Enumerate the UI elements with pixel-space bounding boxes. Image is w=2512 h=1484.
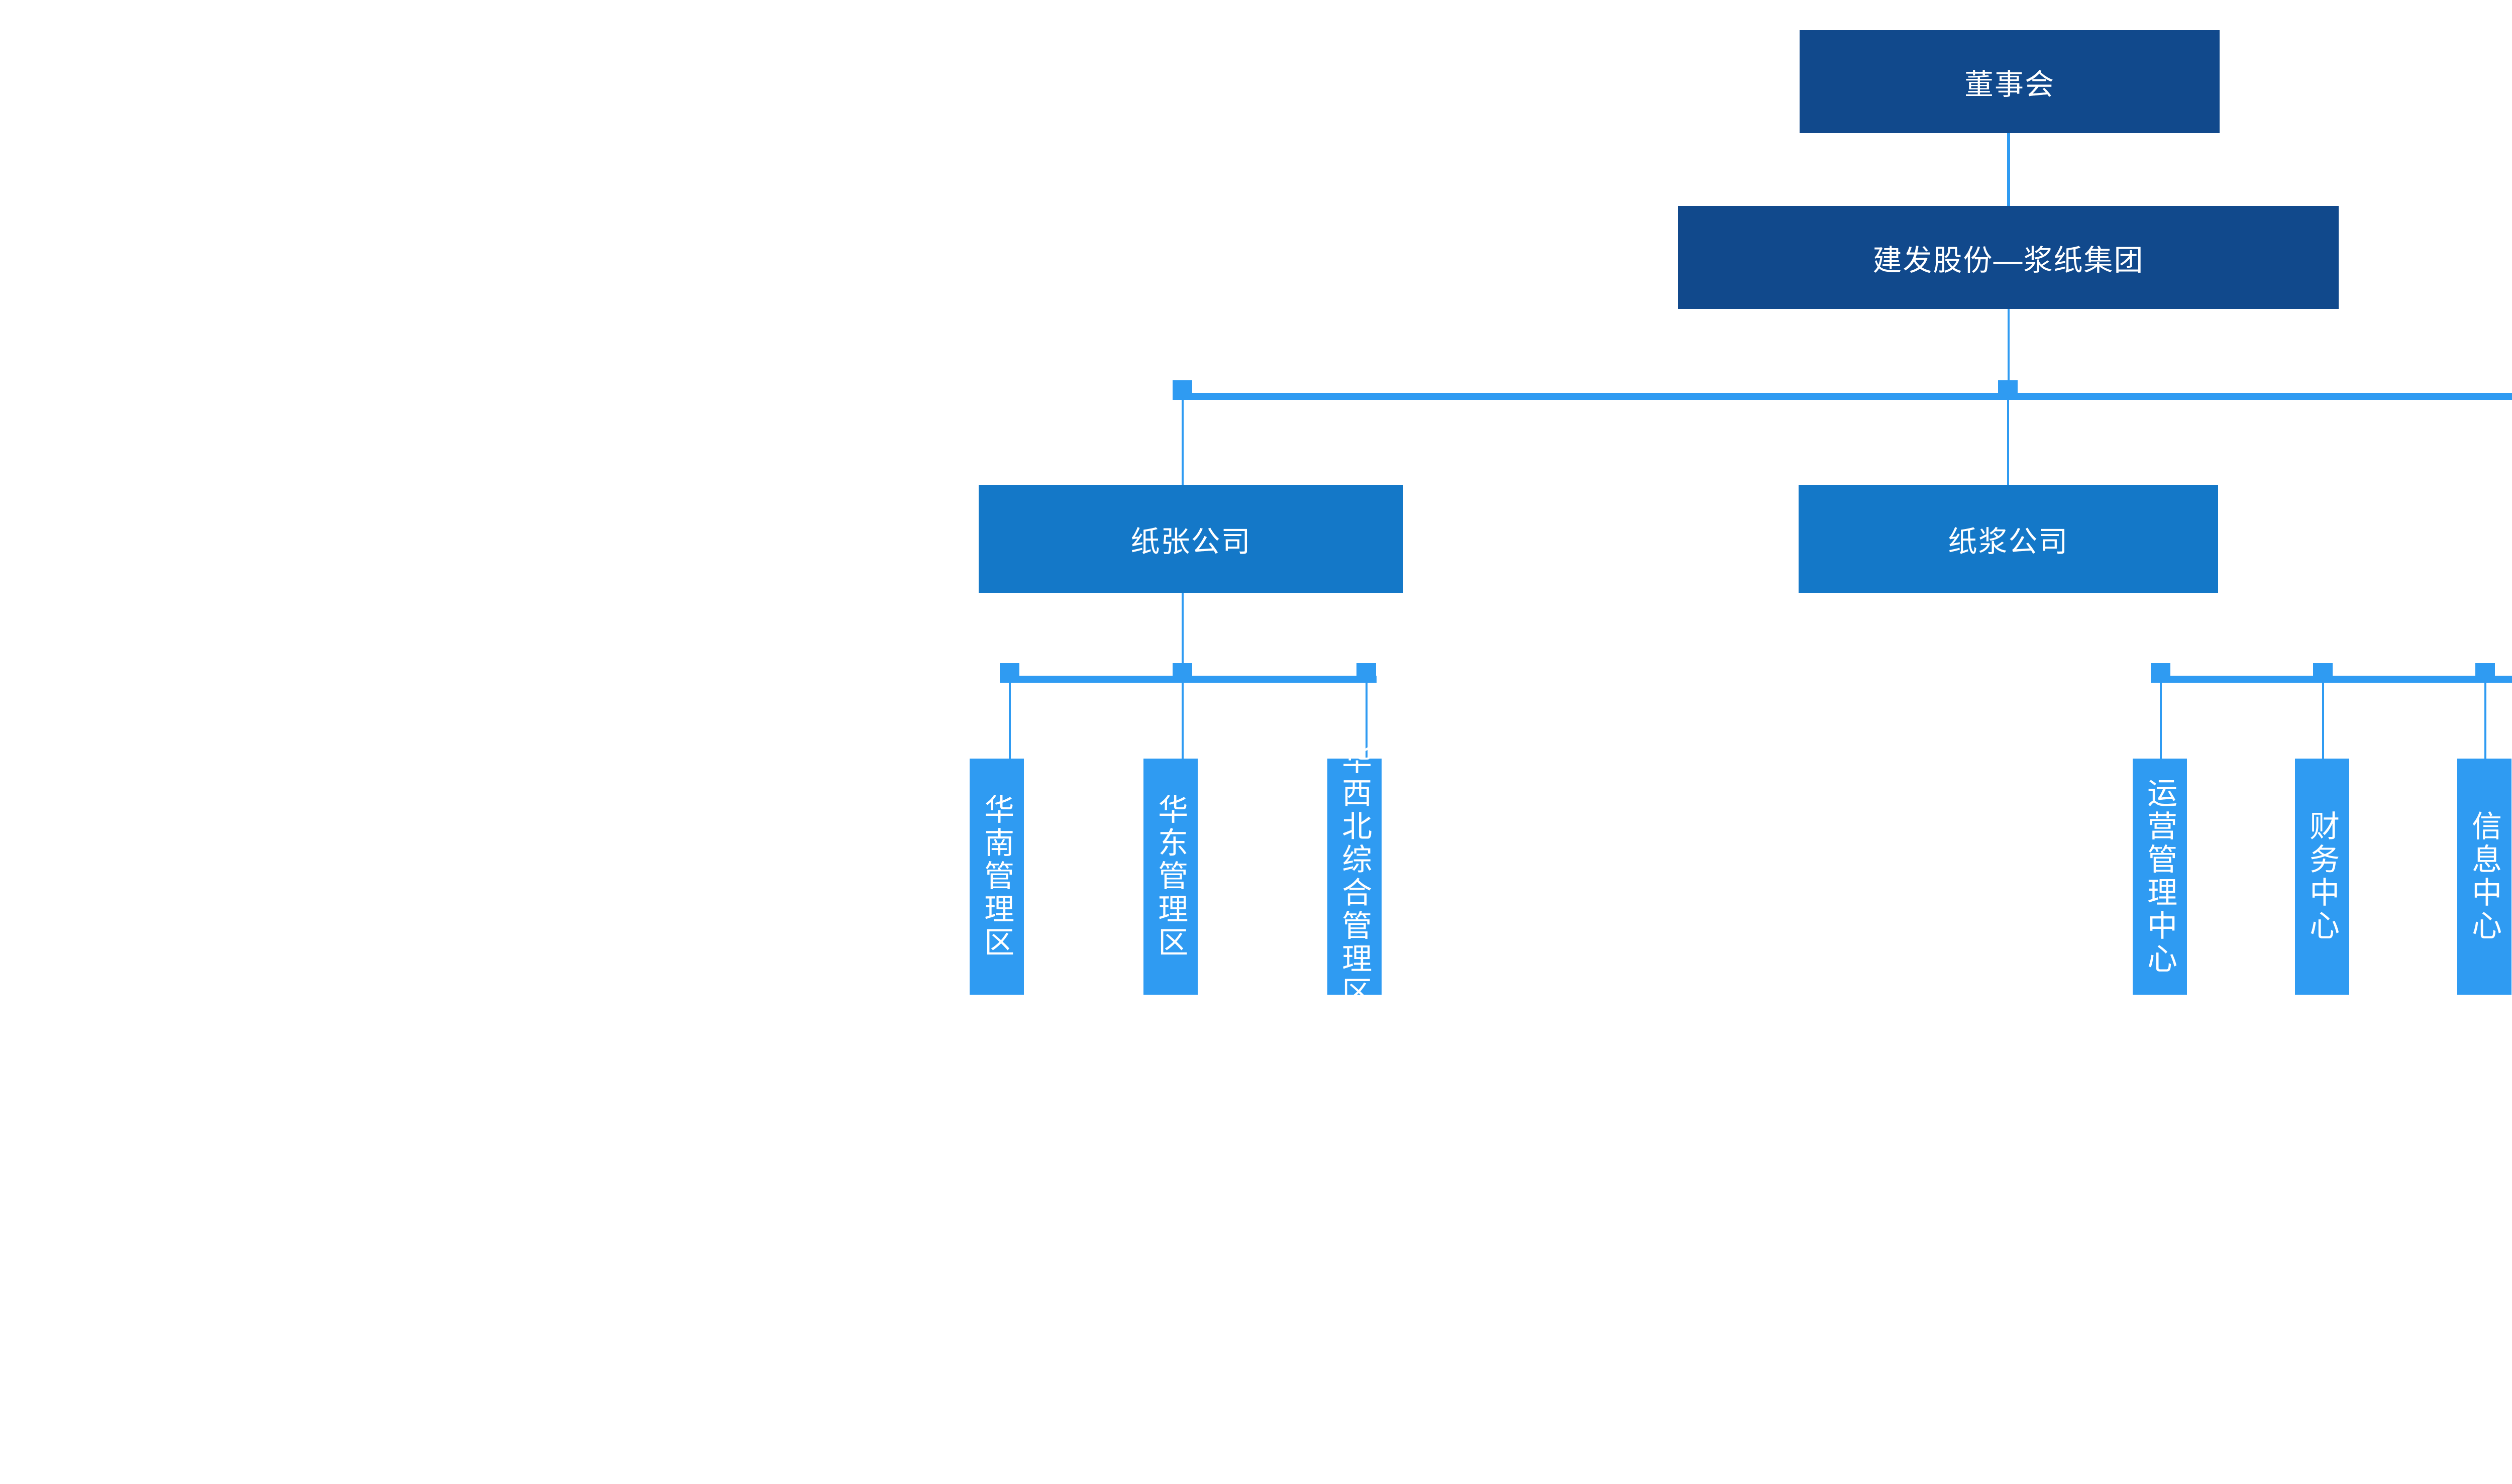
leaf-east-china-region[interactable]: 华东管理区 — [1143, 759, 1198, 995]
node-label: 董事会 — [1964, 68, 2055, 101]
connector-l1-l2 — [2007, 133, 2010, 206]
node-board-of-directors[interactable]: 董事会 — [1800, 30, 2220, 133]
connector-bus-pulp — [2007, 400, 2009, 485]
bus-bar-function-departments — [2160, 676, 2512, 683]
node-label: 纸张公司 — [1130, 525, 1251, 558]
leaf-label: 财务中心 — [2305, 810, 2339, 943]
bus-node-south-china — [1000, 663, 1019, 683]
node-label: 建发股份—浆纸集团 — [1872, 244, 2144, 277]
drop-east-china — [1182, 683, 1184, 759]
leaf-northwest-china-region[interactable]: 华西北综合管理区 — [1327, 744, 1382, 1009]
drop-northwest-china — [1366, 683, 1368, 759]
bus-node-pulp — [1998, 380, 2018, 400]
drop-south-china — [1009, 683, 1011, 759]
leaf-label: 华西北综合管理区 — [1337, 744, 1372, 1009]
bus-node-information — [2475, 663, 2495, 683]
connector-l2-bus — [2008, 309, 2010, 380]
leaf-information-center[interactable]: 信息中心 — [2457, 759, 2511, 995]
leaf-operations-management-center[interactable]: 运营管理中心 — [2133, 759, 2187, 995]
drop-operations — [2160, 683, 2162, 759]
bus-node-finance — [2313, 663, 2333, 683]
node-pulp-company[interactable]: 纸浆公司 — [1799, 485, 2218, 593]
node-group-company[interactable]: 建发股份—浆纸集团 — [1678, 206, 2339, 309]
leaf-label: 运营管理中心 — [2143, 777, 2177, 976]
leaf-label: 华东管理区 — [1154, 794, 1188, 960]
leaf-label: 华南管理区 — [980, 794, 1014, 960]
drop-finance — [2322, 683, 2324, 759]
leaf-south-china-region[interactable]: 华南管理区 — [970, 759, 1024, 995]
bus-node-northwest-china — [1356, 663, 1376, 683]
connector-paper-to-subbus — [1182, 593, 1184, 676]
bus-bar-level3 — [1182, 393, 2512, 400]
leaf-label: 信息中心 — [2467, 810, 2501, 943]
bus-node-operations — [2151, 663, 2170, 683]
node-paper-company[interactable]: 纸张公司 — [979, 485, 1403, 593]
connector-bus-paper — [1182, 400, 1184, 485]
bus-bar-paper-units — [1010, 676, 1377, 683]
leaf-finance-center[interactable]: 财务中心 — [2295, 759, 2349, 995]
bus-node-east-china — [1173, 663, 1192, 683]
bus-node-paper — [1173, 380, 1192, 400]
drop-information — [2484, 683, 2486, 759]
node-label: 纸浆公司 — [1948, 525, 2069, 558]
